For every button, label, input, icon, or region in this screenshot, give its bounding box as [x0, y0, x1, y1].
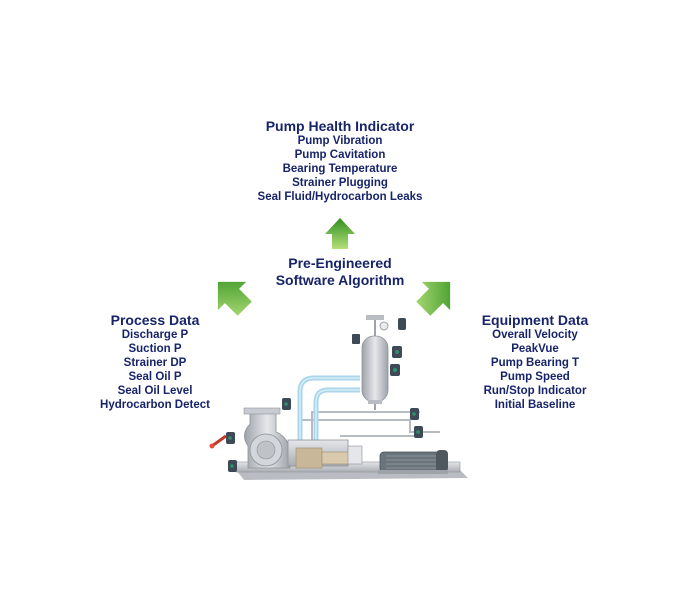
pump-health-item: Pump Cavitation — [294, 149, 386, 161]
process-data-title: Process Data — [110, 312, 200, 328]
algorithm-line-1: Pre-Engineered — [288, 255, 392, 271]
pump-health-item: Strainer Plugging — [292, 177, 388, 189]
process-data-item: Discharge P — [121, 329, 189, 341]
diagonal-arrow-left-icon — [416, 281, 451, 316]
equipment-data-block: Equipment Data Overall Velocity PeakVue … — [440, 312, 630, 412]
pump-health-item: Bearing Temperature — [282, 163, 398, 175]
equipment-data-item: Initial Baseline — [494, 399, 576, 411]
equipment-data-item: PeakVue — [511, 343, 559, 355]
equipment-data-item: Overall Velocity — [492, 329, 578, 341]
pump-health-item: Seal Fluid/Hydrocarbon Leaks — [257, 191, 423, 203]
up-arrow-icon — [325, 218, 355, 249]
equipment-data-title: Equipment Data — [481, 312, 589, 328]
process-data-item: Seal Oil Level — [117, 385, 193, 397]
equipment-data-item: Pump Bearing T — [490, 357, 580, 369]
process-data-item: Suction P — [128, 343, 182, 355]
diagonal-arrow-right-icon — [217, 281, 252, 316]
process-data-block: Process Data Discharge P Suction P Strai… — [70, 312, 240, 412]
software-algorithm-block: Pre-Engineered Software Algorithm — [255, 255, 425, 289]
process-data-item: Seal Oil P — [128, 371, 182, 383]
process-data-item: Hydrocarbon Detect — [100, 399, 210, 411]
pump-health-indicator-block: Pump Health Indicator Pump Vibration Pum… — [230, 118, 450, 204]
pump-skid-illustration — [209, 315, 468, 480]
algorithm-line-2: Software Algorithm — [275, 272, 405, 288]
pump-health-item: Pump Vibration — [297, 135, 383, 147]
equipment-data-item: Run/Stop Indicator — [483, 385, 587, 397]
pump-health-title: Pump Health Indicator — [265, 118, 415, 134]
equipment-data-item: Pump Speed — [500, 371, 570, 383]
process-data-item: Strainer DP — [123, 357, 187, 369]
